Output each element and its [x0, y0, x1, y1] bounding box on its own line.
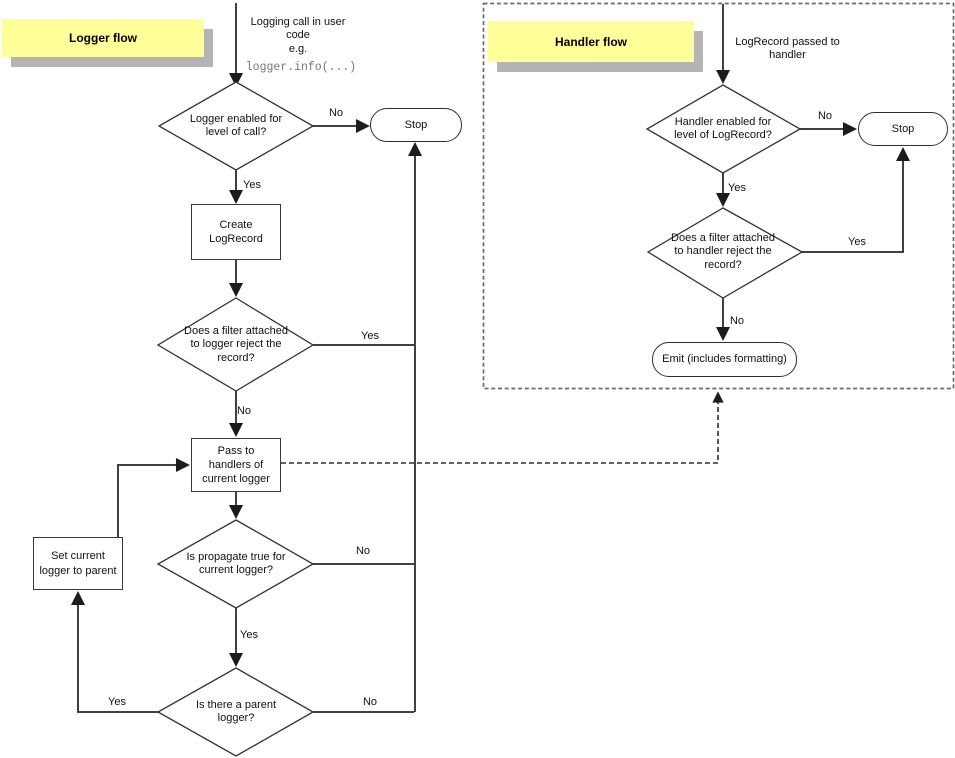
decision-handler-filter-text: Does a filter attached to handler reject…: [671, 232, 775, 271]
logger-flow-note: Logger flow: [2, 19, 204, 57]
decision-handler-level-text: Handler enabled for level of LogRecord?: [674, 116, 772, 142]
decision-logger-level-text: Logger enabled for level of call?: [189, 113, 283, 139]
edge-label-logger-level-yes: Yes: [243, 179, 261, 191]
emit-node: Emit (includes formatting): [652, 342, 797, 377]
handler-flow-note: Handler flow: [488, 21, 694, 62]
pass-to-handlers-node: Pass to handlers of current logger: [191, 438, 281, 492]
edge-label-handler-filter-yes: Yes: [848, 236, 866, 248]
decision-logger-propagate-text: Is propagate true for current logger?: [186, 551, 286, 577]
decision-logger-filter-text: Does a filter attached to logger reject …: [184, 325, 288, 364]
decision-logger-propagate: [156, 519, 315, 609]
edge-label-logger-filter-no: No: [236, 405, 252, 417]
edge-label-logger-parent-yes: Yes: [108, 696, 126, 708]
logger-stop-node: Stop: [370, 108, 462, 142]
decision-handler-filter: [646, 207, 804, 299]
edge-label-handler-filter-no: No: [729, 315, 745, 327]
logger-flow-title: Logger flow: [69, 31, 137, 45]
edge-logger-parent-yes: [71, 591, 158, 713]
handler-flow-boundary: [482, 2, 955, 390]
logger-start-code: logger.info(...): [245, 61, 357, 74]
edge-label-handler-level-yes: Yes: [728, 182, 746, 194]
decision-logger-level: [157, 81, 315, 171]
edge-label-logger-propagate-no: No: [355, 545, 371, 557]
set-current-logger-node: Set current logger to parent: [33, 537, 123, 590]
edge-label-logger-parent-no: No: [362, 696, 378, 708]
edge-handler-filter-yes: [802, 147, 910, 253]
decision-handler-level: [645, 84, 802, 174]
create-logrecord-node: Create LogRecord: [191, 204, 281, 260]
handler-stop-node: Stop: [858, 112, 948, 146]
logger-start-text: Logging call in user code e.g.: [250, 16, 346, 55]
edge-label-handler-level-no: No: [817, 110, 833, 122]
edge-logger-set-to-pass: [117, 458, 190, 537]
decision-logger-parent-text: Is there a parent logger?: [195, 699, 277, 725]
decision-logger-filter: [156, 297, 315, 392]
edge-label-logger-level-no: No: [328, 107, 344, 119]
handler-start-text: LogRecord passed to handler: [735, 36, 840, 62]
edge-pass-to-handler-flow: [281, 391, 724, 464]
edge-label-logger-filter-yes: Yes: [361, 330, 379, 342]
edge-label-logger-propagate-yes: Yes: [240, 629, 258, 641]
handler-flow-title: Handler flow: [554, 34, 627, 49]
decision-logger-parent: [156, 667, 315, 757]
